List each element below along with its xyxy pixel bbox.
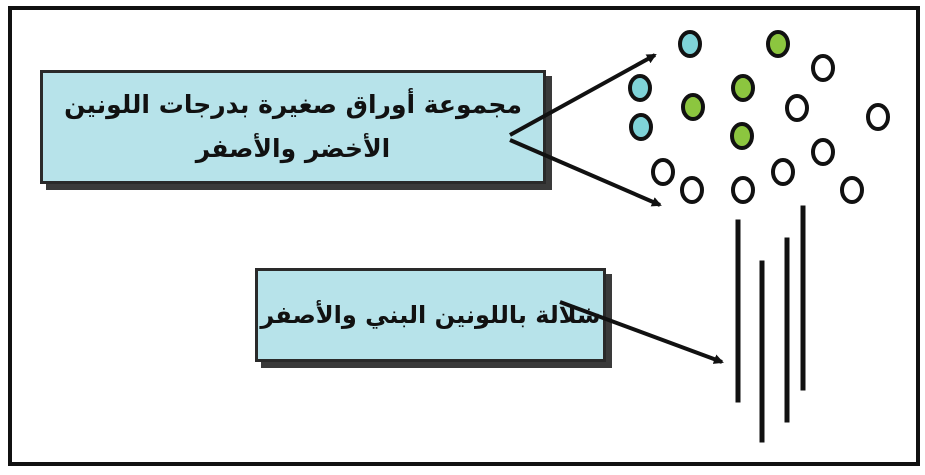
tassel-label-box: شلالة باللونين البني والأصفر xyxy=(255,268,606,362)
leaf xyxy=(811,138,835,166)
leaf xyxy=(771,158,795,186)
leaf xyxy=(785,94,809,122)
arrow-to-tassel xyxy=(559,300,724,364)
leaf xyxy=(680,176,704,204)
leaf xyxy=(730,122,754,150)
leaf xyxy=(731,74,755,102)
arrow-to-leaves-top xyxy=(509,53,657,137)
leaf xyxy=(840,176,864,204)
leaf xyxy=(678,30,702,58)
leaves-cluster xyxy=(628,30,890,204)
leaf xyxy=(866,103,890,131)
leaf xyxy=(766,30,790,58)
tassel-strands xyxy=(735,205,806,443)
tassel-label-text: شلالة باللونين البني والأصفر xyxy=(260,301,601,329)
leaf xyxy=(811,54,835,82)
leaf xyxy=(629,113,653,141)
leaves-label-line1: مجموعة أوراق صغيرة بدرجات اللونين xyxy=(64,90,522,119)
leaf xyxy=(731,176,755,204)
leaf xyxy=(681,93,705,121)
leaf xyxy=(651,158,675,186)
leaf xyxy=(628,74,652,102)
arrow-to-leaves-bottom xyxy=(509,138,662,207)
leaves-label-box: مجموعة أوراق صغيرة بدرجات اللونين الأخضر… xyxy=(40,70,546,184)
leaves-label-line2: الأخضر والأصفر xyxy=(195,134,391,163)
